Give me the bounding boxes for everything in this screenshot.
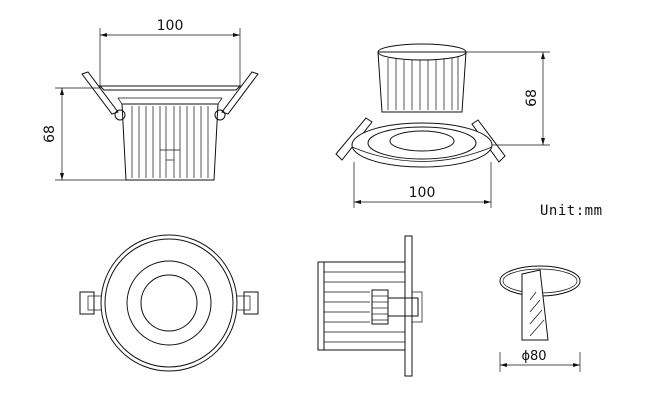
front-width-label: 100 (157, 18, 184, 34)
bottom-outer-ring-inner (104, 238, 234, 368)
bottom-view (79, 234, 259, 372)
iso-heatsink-top (377, 43, 467, 61)
bottom-lens (140, 274, 198, 332)
iso-heatsink-fins (387, 56, 459, 110)
iso-lens (389, 130, 455, 152)
cutout-label: ϕ80 (521, 349, 546, 364)
front-width-arrow-right (233, 33, 240, 37)
front-body (121, 103, 219, 181)
side-flange (404, 235, 413, 377)
side-heatsink-fins (324, 271, 405, 343)
side-heatsink (317, 261, 406, 351)
cutout-detail: ϕ80 (499, 265, 581, 372)
bottom-trim (126, 260, 212, 346)
iso-view: 68 100 (335, 43, 550, 208)
cutout-section (521, 269, 549, 341)
bottom-outer-ring (100, 234, 238, 372)
front-spring-left (81, 71, 119, 115)
iso-trim-outer (351, 122, 493, 168)
bottom-tab-left (79, 291, 95, 315)
front-height-arrow-bottom (60, 173, 64, 180)
iso-width-label: 100 (409, 185, 436, 201)
front-heatsink-fins (131, 106, 209, 178)
front-spring-coil-right (214, 109, 226, 121)
front-spring-coil-left (114, 109, 126, 121)
iso-spring-left (335, 117, 373, 161)
front-height-arrow-top (60, 88, 64, 95)
iso-trim-inner (367, 126, 477, 160)
side-view (317, 235, 423, 377)
front-view: 100 68 (42, 18, 259, 181)
iso-height-label: 68 (524, 89, 540, 107)
bottom-tab-right (243, 291, 259, 315)
iso-spring-right (471, 119, 506, 163)
front-spring-right (221, 71, 259, 115)
side-clip (387, 297, 419, 317)
unit-label: Unit:mm (540, 203, 603, 219)
side-spring-coil (371, 289, 389, 325)
front-height-label: 68 (42, 125, 58, 143)
front-width-arrow-left (100, 33, 107, 37)
front-flange (98, 85, 242, 91)
iso-heatsink (377, 51, 467, 113)
